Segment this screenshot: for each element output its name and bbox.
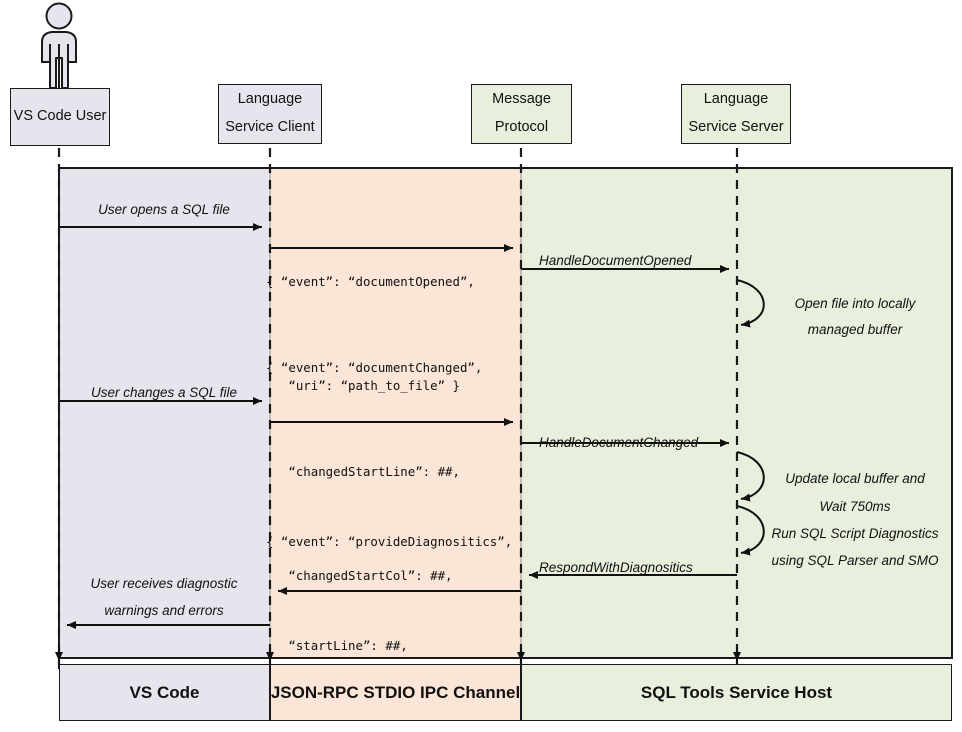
footer-terminators	[55, 648, 741, 661]
arrow-self-open-file-buffer	[736, 279, 765, 328]
participant-box-message-protocol[interactable]: Message Protocol	[471, 84, 572, 144]
footer-box-vs-code[interactable]: VS Code	[59, 664, 270, 721]
label-self-update-buffer-line1: Update local buffer and	[785, 471, 925, 486]
footer-label: SQL Tools Service Host	[640, 682, 833, 702]
label-self-run-diagnostics-line2: using SQL Parser and SMO	[771, 553, 939, 568]
json-line: { “event”: “documentOpened”,	[266, 274, 475, 290]
lifelines	[57, 148, 739, 672]
footer-label: JSON-RPC STDIO IPC Channel	[270, 682, 521, 702]
participant-label-line2: Service Client	[225, 119, 315, 135]
label-handle-document-opened: HandleDocumentOpened	[539, 253, 692, 268]
participant-box-language-service-client[interactable]: Language Service Client	[218, 84, 322, 144]
label-user-receives-diagnostics-line1: User receives diagnostic	[90, 576, 238, 591]
json-line: “uri”: “path_to_file” }	[266, 377, 460, 393]
json-payload-provide-diagnositics: { “event”: “provideDiagnositics”, “start…	[266, 456, 512, 732]
arrow-self-run-sql-diagnostics	[736, 505, 765, 556]
arrow-self-update-buffer-wait	[736, 451, 765, 502]
json-line: “changedStartCol”: ##,	[266, 567, 453, 583]
label-handle-document-changed: HandleDocumentChanged	[539, 435, 699, 450]
label-user-receives-diagnostics-line2: warnings and errors	[104, 603, 224, 618]
participant-label-line2: Service Server	[688, 119, 784, 135]
participant-label-line2: Protocol	[494, 119, 549, 135]
json-line: “changedStartLine”: ##,	[266, 463, 460, 479]
json-line: “startLine”: ##,	[266, 637, 408, 653]
footer-box-json-rpc-channel[interactable]: JSON-RPC STDIO IPC Channel	[270, 664, 521, 721]
participant-label-line1: Message	[492, 91, 551, 108]
label-self-open-file-line2: managed buffer	[807, 322, 903, 337]
label-self-open-file-line1: Open file into locally	[794, 296, 916, 311]
participant-box-language-service-server[interactable]: Language Service Server	[681, 84, 791, 144]
json-line: { “event”: “documentChanged”,	[266, 360, 483, 376]
label-user-changes-sql-file: User changes a SQL file	[90, 385, 238, 400]
json-payload-document-opened: { “event”: “documentOpened”, “uri”: “pat…	[266, 196, 475, 473]
footer-label: VS Code	[129, 682, 200, 702]
band-vs-code	[59, 168, 270, 658]
actor-figure-icon	[41, 2, 77, 89]
label-user-opens-sql-file: User opens a SQL file	[98, 202, 230, 217]
participant-label-line1: Language	[237, 91, 303, 108]
label-self-run-diagnostics-line1: Run SQL Script Diagnostics	[771, 526, 939, 541]
label-self-update-buffer-line2: Wait 750ms	[819, 499, 891, 514]
json-line: { “event”: “provideDiagnositics”,	[266, 534, 513, 550]
participant-label-line1: Language	[703, 91, 769, 108]
footer-box-sql-tools-service-host[interactable]: SQL Tools Service Host	[521, 664, 952, 721]
band-ipc-channel	[270, 168, 521, 658]
participant-label-line1: VS Code User	[13, 108, 107, 125]
label-respond-with-diagnositics: RespondWithDiagnositics	[539, 560, 693, 575]
participant-box-vs-code-user[interactable]: VS Code User	[10, 88, 110, 146]
